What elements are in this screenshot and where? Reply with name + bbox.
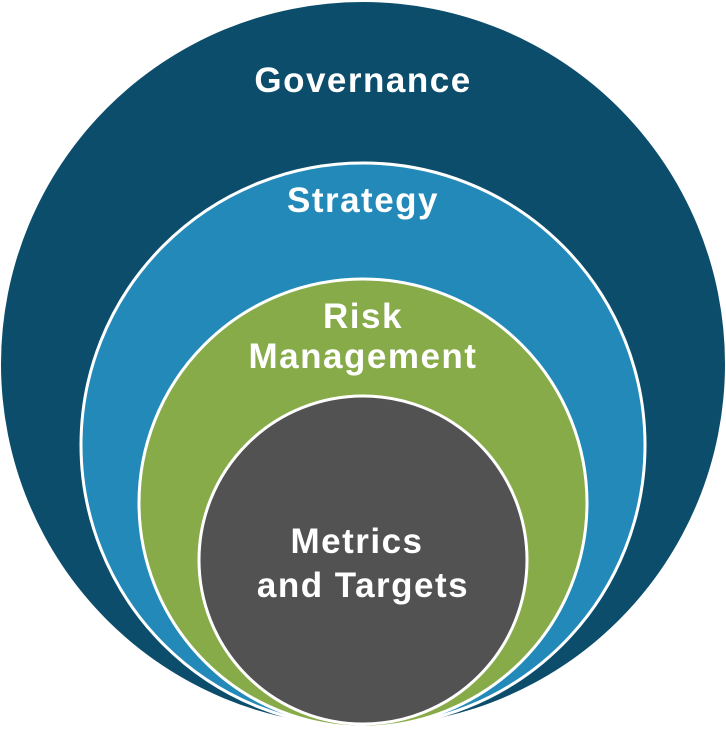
- metrics-and-targets-circle: [197, 394, 529, 726]
- risk-management-label-line2: Management: [249, 337, 478, 376]
- strategy-label: Strategy: [287, 181, 439, 220]
- metrics-and-targets-label-line1: Metrics: [290, 522, 423, 561]
- governance-label: Governance: [254, 61, 471, 100]
- risk-management-label-line1: Risk: [323, 297, 403, 336]
- metrics-and-targets-label-line2: and Targets: [257, 566, 469, 605]
